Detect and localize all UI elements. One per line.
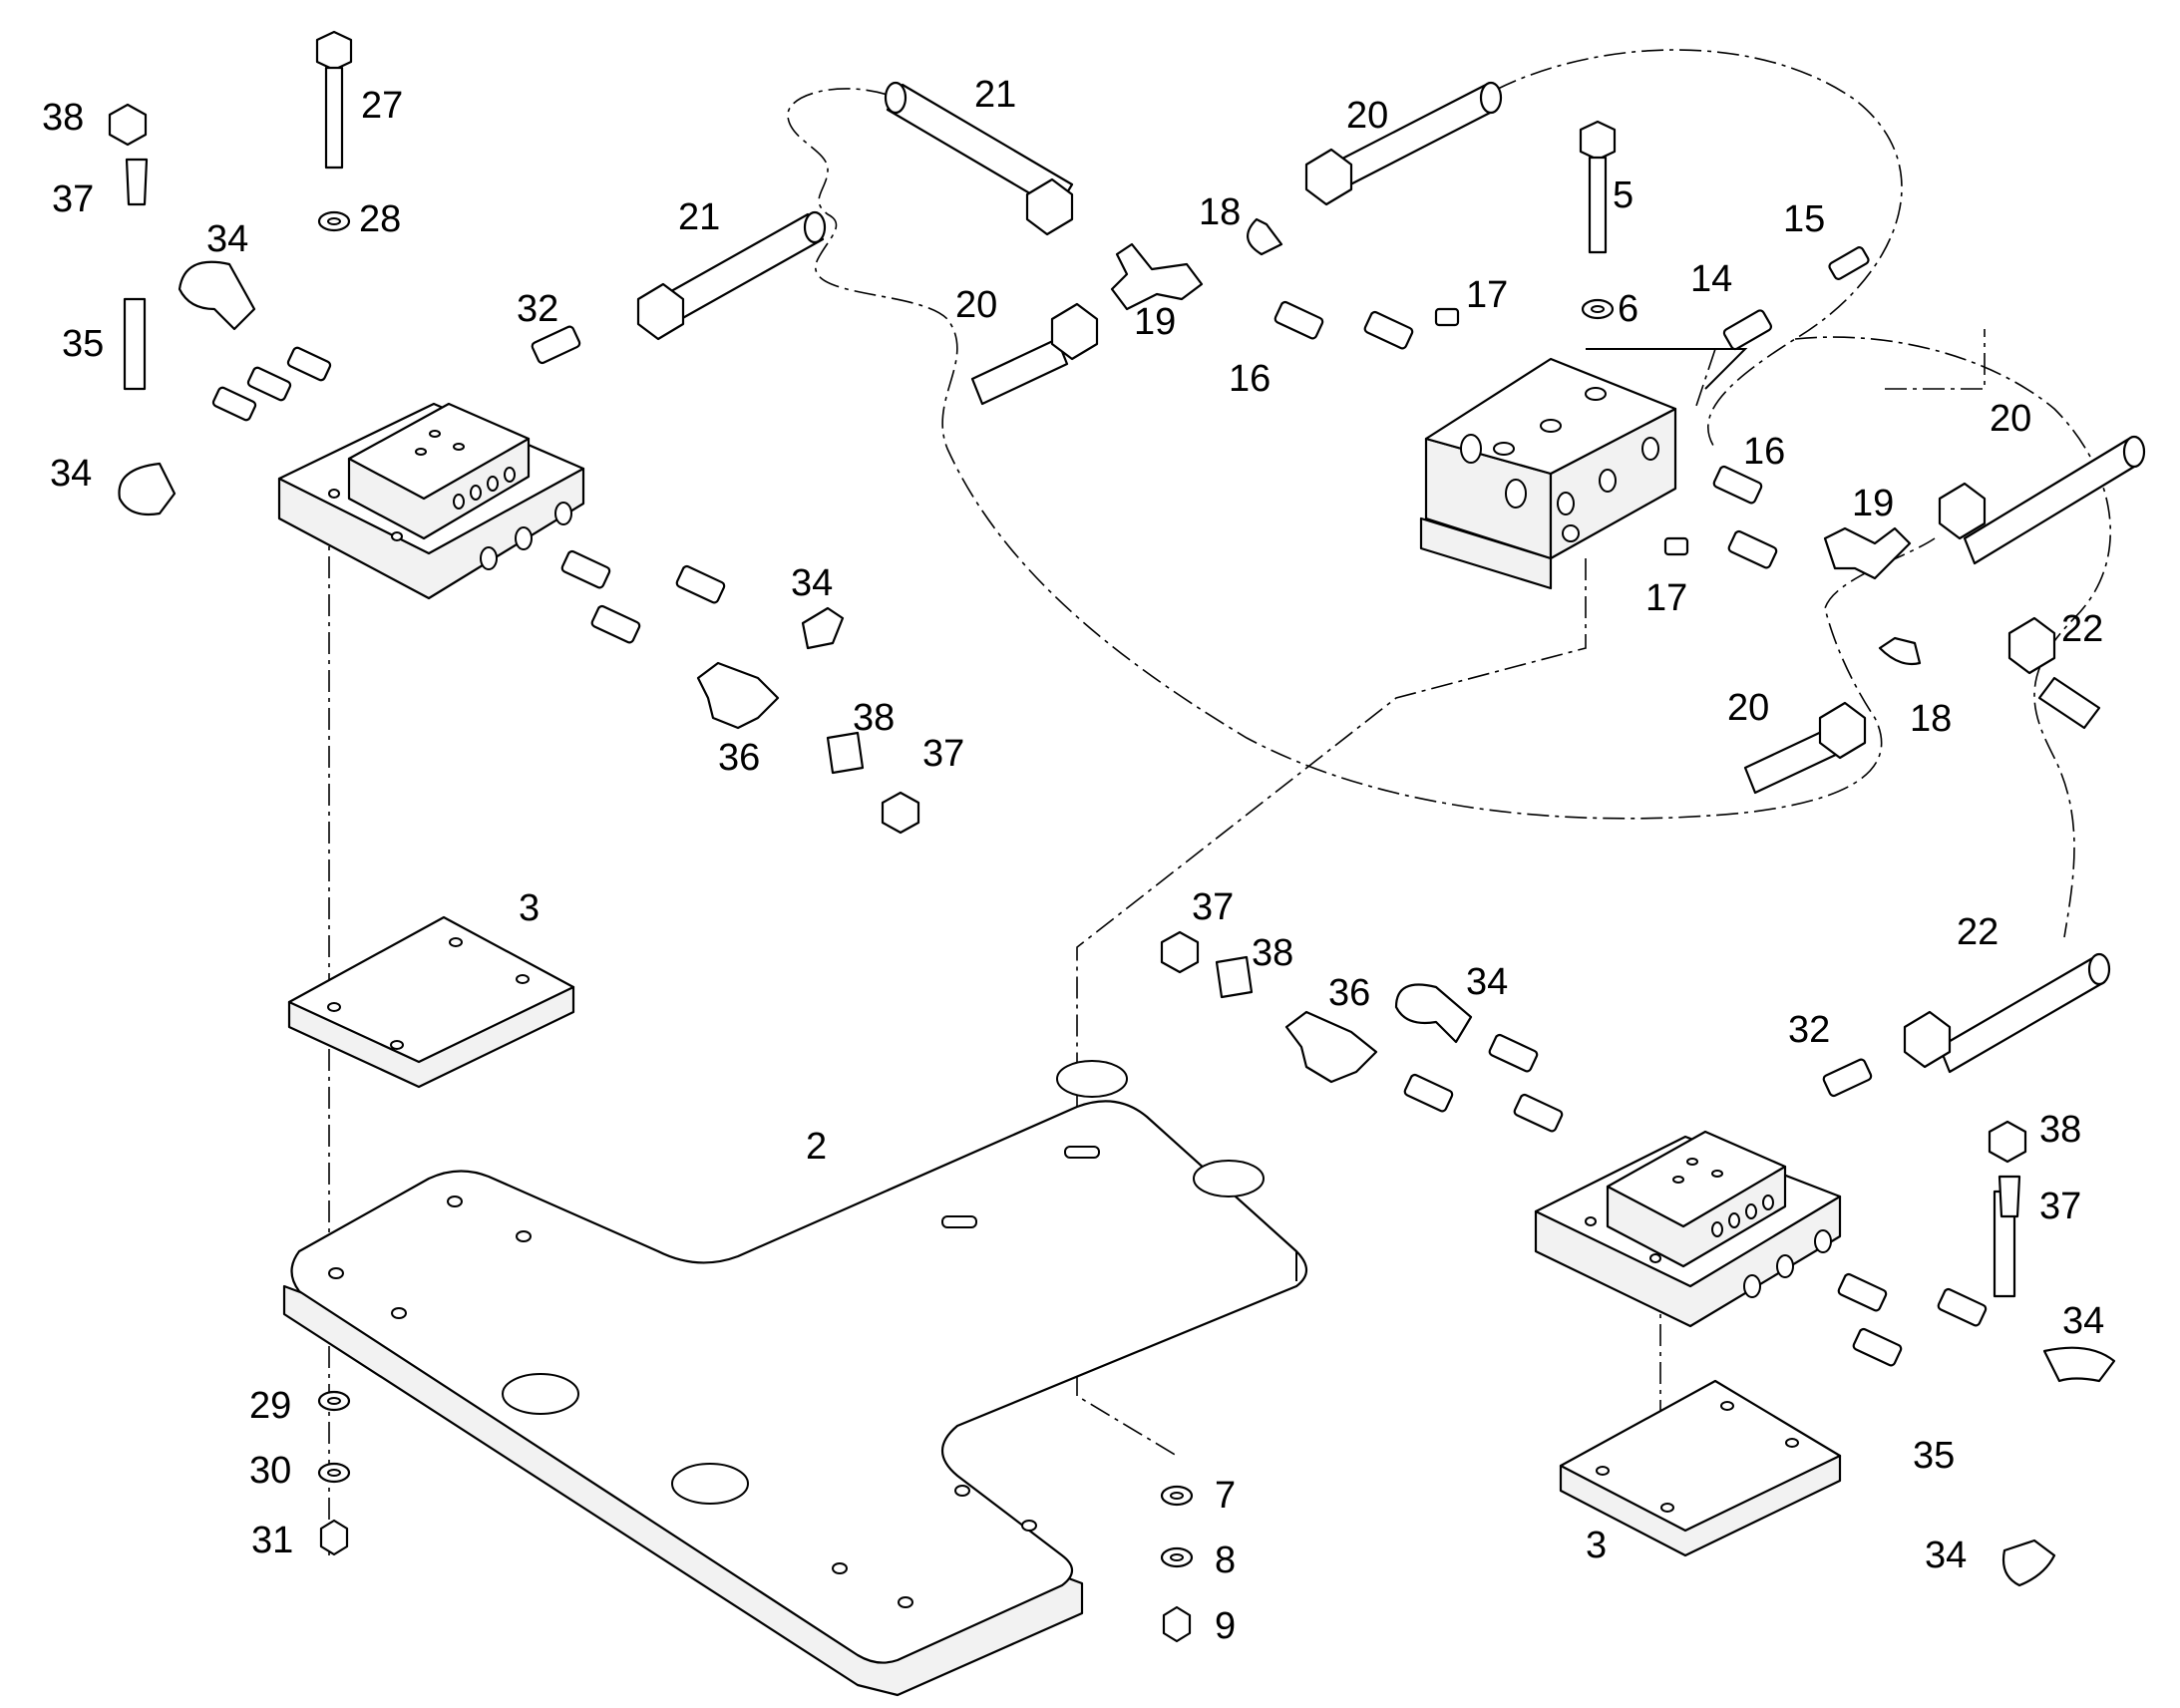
callout-34-mid-right: 34	[1466, 961, 1508, 1003]
callout-9: 9	[1215, 1605, 1236, 1647]
callout-22-bottom: 22	[1957, 911, 1998, 953]
callout-20-right: 20	[1990, 398, 2031, 440]
callout-37-right: 37	[2039, 1186, 2081, 1227]
callout-37-top-left: 37	[52, 178, 94, 220]
callout-34-bottom-right: 34	[1925, 1535, 1967, 1576]
central-block	[1419, 348, 1748, 590]
hex-nuts	[108, 103, 2056, 1164]
callout-15: 15	[1783, 198, 1825, 240]
spacer-plate-right	[1559, 1379, 1842, 1557]
callout-28: 28	[359, 198, 401, 240]
callout-32-left: 32	[517, 288, 558, 330]
callout-19-right: 19	[1852, 483, 1894, 524]
callout-6: 6	[1618, 288, 1638, 330]
callout-36-left: 36	[718, 737, 760, 779]
callout-38-mid: 38	[1252, 932, 1293, 974]
callout-2: 2	[806, 1126, 827, 1168]
callout-31: 31	[251, 1520, 293, 1561]
base-plate	[282, 1060, 1308, 1697]
callout-21-left: 21	[678, 196, 720, 238]
callout-27: 27	[361, 85, 403, 127]
callout-36-right: 36	[1328, 972, 1370, 1014]
callout-34-left: 34	[50, 453, 92, 495]
callout-18-right: 18	[1910, 698, 1952, 740]
callout-19-left: 19	[1134, 301, 1176, 343]
callout-32-right: 32	[1788, 1009, 1830, 1051]
callout-14: 14	[1690, 258, 1732, 300]
callout-18-top: 18	[1199, 191, 1241, 233]
distributor-block-right	[1534, 1130, 1842, 1328]
distributor-block-left	[277, 402, 585, 600]
callout-30: 30	[249, 1450, 291, 1492]
callout-21-top: 21	[974, 74, 1016, 116]
callout-3-left: 3	[519, 887, 540, 929]
callout-labels: 2 3 3 5 6 7 8 9 14 15 16 16 17 17 18 18 …	[42, 74, 2104, 1647]
flow-path-lines	[328, 49, 2112, 1555]
callout-38-top-left: 38	[42, 97, 84, 139]
callout-8: 8	[1215, 1539, 1236, 1581]
callout-20-top: 20	[1346, 95, 1388, 137]
callout-5: 5	[1613, 174, 1634, 216]
callout-37-mid: 37	[1192, 886, 1234, 928]
callout-20-left: 20	[955, 284, 997, 326]
callout-37-mid-left: 37	[922, 733, 964, 775]
callout-22-top: 22	[2061, 608, 2103, 650]
callout-20-bottom: 20	[1727, 687, 1769, 729]
callout-38-right: 38	[2039, 1109, 2081, 1151]
callout-38-mid-left: 38	[853, 697, 895, 739]
callout-3-right: 3	[1586, 1525, 1607, 1566]
callout-17-top: 17	[1466, 274, 1508, 316]
pipes	[646, 81, 2146, 1074]
callout-35-right: 35	[1913, 1435, 1955, 1477]
callout-35-left: 35	[62, 323, 104, 365]
callout-29: 29	[249, 1385, 291, 1427]
callout-17-bottom: 17	[1645, 577, 1687, 619]
spacer-plate-left	[287, 915, 575, 1089]
callout-34-mid-left: 34	[791, 562, 833, 604]
bolts-and-washers	[315, 30, 1617, 1643]
fittings	[118, 158, 2116, 1587]
callout-16-right: 16	[1743, 431, 1785, 473]
callout-7: 7	[1215, 1475, 1236, 1517]
callout-34-right: 34	[2062, 1300, 2104, 1342]
callout-16-left: 16	[1229, 358, 1271, 400]
callout-34-top-left: 34	[206, 218, 248, 260]
